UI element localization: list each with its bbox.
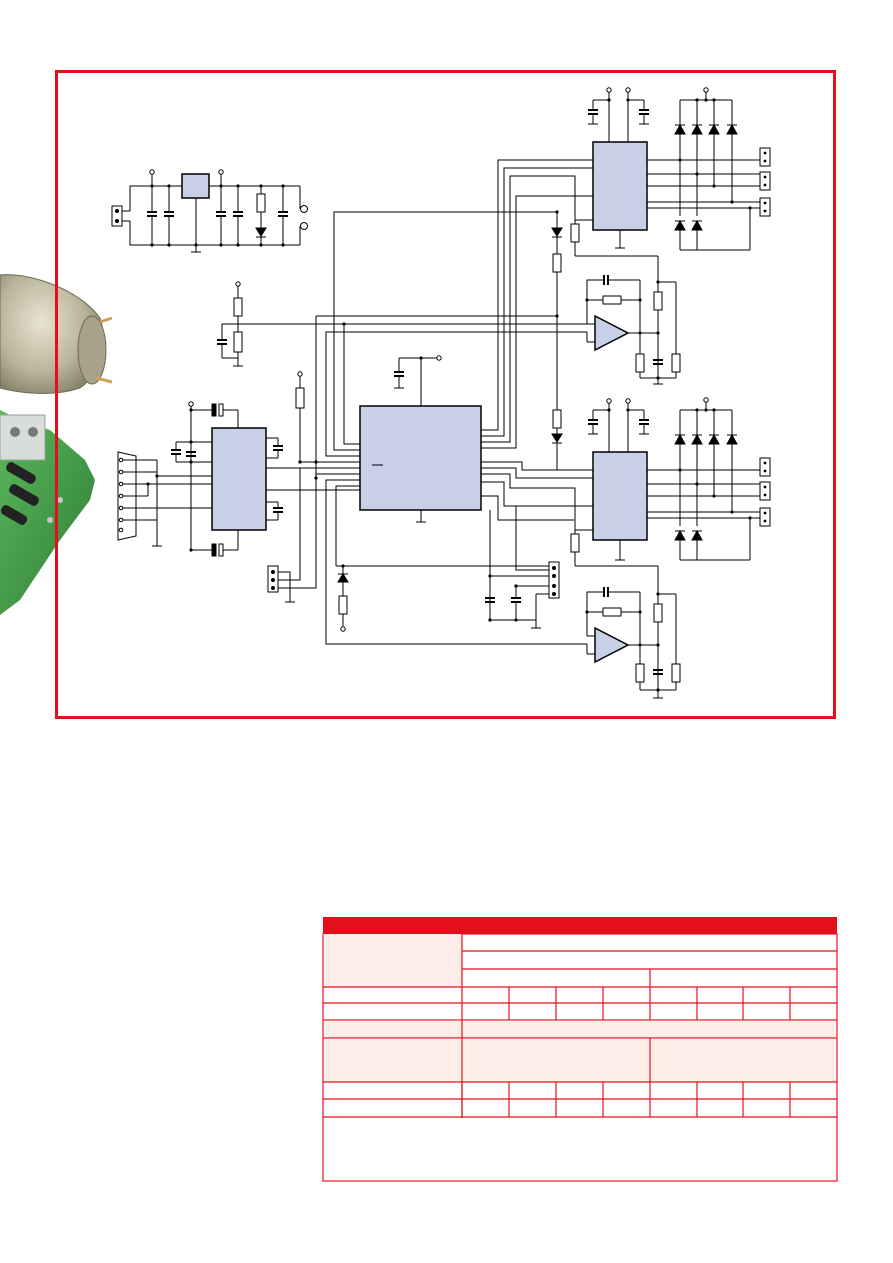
schematic-frame [55,70,836,719]
driver-bottom-section [551,397,771,567]
header-4pin [548,561,560,599]
header-section [267,371,360,603]
schematic [111,87,771,699]
motor-connector-3 [759,197,771,217]
power-connector [111,205,123,227]
motor-connector-4 [759,457,771,477]
motor-connector-2 [759,171,771,191]
motor-and-circuit-board-photo [0,274,113,615]
motor-connector-6 [759,507,771,527]
input-divider [217,281,557,367]
motor-driver-top [592,141,648,231]
table-title-bar [323,917,837,934]
power-supply [111,169,308,253]
opamp-bottom-section [585,566,681,699]
truth-table [322,917,838,1182]
driver-top-section [551,87,771,410]
power-capacitors [147,186,288,245]
mcu-left-wiring [315,211,587,645]
mcu-diode-branch [336,564,556,632]
rs232-driver [211,427,267,531]
motor-connector-1 [759,147,771,167]
opamp-bottom [594,626,630,664]
voltage-regulator [181,173,210,199]
microcontroller [359,405,482,511]
opamp-top [594,314,630,352]
mcu-supply [394,355,442,523]
serial-interface [117,401,360,557]
header-bottom-section [485,561,560,629]
motor-driver-bottom [592,451,648,541]
opamp-top-section [557,256,681,385]
motor-connector-5 [759,481,771,501]
